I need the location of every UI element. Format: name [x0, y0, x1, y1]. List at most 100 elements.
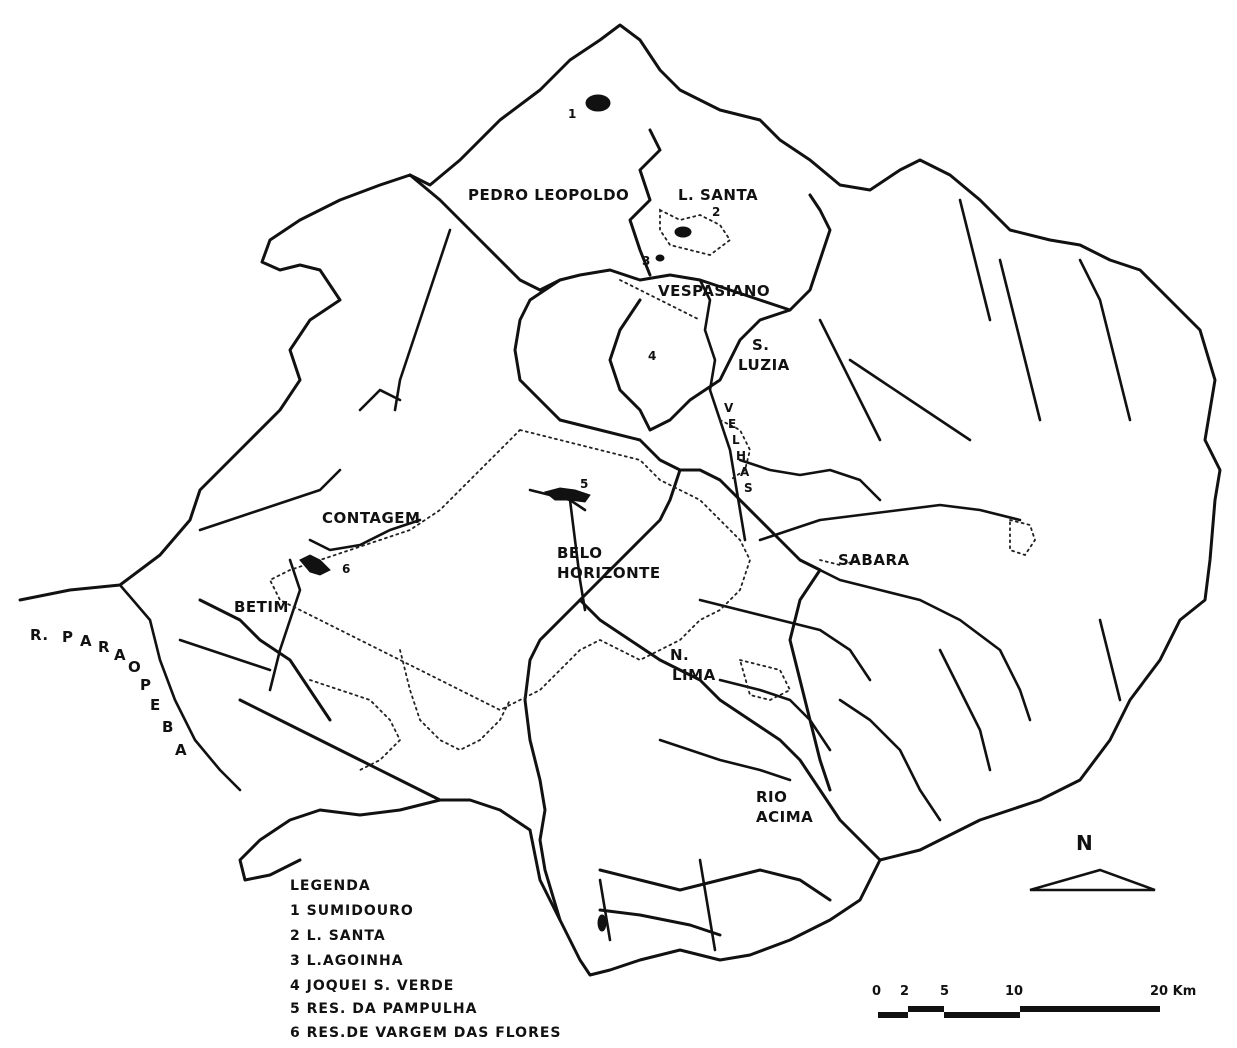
river — [308, 518, 422, 552]
paraopeba-letter: A — [80, 632, 92, 650]
paraopeba-letter: A — [175, 741, 187, 759]
legend-item: 4 JOQUEI S. VERDE — [290, 978, 454, 994]
municipal-boundary — [558, 418, 822, 572]
legend-title: LEGENDA — [290, 878, 371, 894]
urban-limit — [659, 208, 732, 256]
rio-paraopeba — [118, 583, 242, 792]
river — [658, 738, 792, 782]
municipal-boundary — [788, 568, 832, 792]
label-vespasiano: VESPASIANO — [658, 282, 770, 300]
river — [718, 678, 832, 752]
label-contagem: CONTAGEM — [322, 509, 420, 527]
small-lake — [597, 914, 607, 932]
marker-2: 2 — [712, 205, 720, 219]
marker-1: 1 — [568, 107, 576, 121]
paraopeba-letter: B — [162, 718, 174, 736]
legend-item: 2 L. SANTA — [290, 928, 386, 944]
label-rio-paraopeba: R. P A R A O P E B A — [30, 626, 187, 759]
lake-lagoinha — [655, 254, 665, 262]
river — [758, 503, 1022, 542]
velhas-letter: L — [732, 433, 740, 447]
river — [198, 468, 342, 532]
reservoir-vargem-das-flores — [299, 554, 331, 576]
label-rio-acima-2: ACIMA — [756, 808, 813, 826]
lake-sumidouro — [585, 94, 611, 112]
municipal-boundary — [598, 868, 832, 902]
reservoir-pampulha — [543, 487, 591, 503]
label-nova-lima-2: LIMA — [672, 666, 716, 684]
marker-5: 5 — [580, 477, 588, 491]
urban-limit — [268, 429, 751, 712]
municipal-boundary — [408, 173, 832, 312]
paraopeba-letter: E — [150, 696, 161, 714]
municipal-boundary — [628, 128, 662, 277]
paraopeba-letter: A — [114, 646, 126, 664]
label-belo-horizonte-2: HORIZONTE — [557, 564, 661, 582]
river — [568, 498, 587, 612]
river — [848, 358, 972, 442]
urban-limit — [1009, 518, 1036, 557]
river — [1098, 618, 1122, 702]
river — [938, 648, 992, 772]
label-rio-acima-1: RIO — [756, 788, 787, 806]
municipal-boundary — [198, 598, 332, 722]
river — [1078, 258, 1132, 422]
label-pedro-leopoldo: PEDRO LEOPOLDO — [468, 186, 629, 204]
label-lagoa-santa: L. SANTA — [678, 186, 758, 204]
urban-limit — [309, 679, 402, 771]
municipal-boundary — [513, 278, 562, 422]
scale-segment — [908, 1006, 944, 1012]
river — [393, 228, 452, 412]
legend: LEGENDA 1 SUMIDOURO 2 L. SANTA 3 L.AGOIN… — [290, 878, 562, 1041]
paraopeba-letter: P — [62, 628, 74, 646]
north-arrow: N — [1029, 831, 1156, 892]
river — [698, 598, 872, 682]
scale-tick-label: 10 — [1005, 984, 1023, 999]
scale-tick-label: 0 — [872, 984, 881, 999]
scale-tick-label: 20 Km — [1150, 984, 1196, 999]
velhas-letter: S — [744, 481, 753, 495]
label-rio-das-velhas: V E L H A S — [724, 401, 753, 495]
marker-3: 3 — [642, 254, 650, 268]
river — [838, 698, 942, 822]
label-betim: BETIM — [234, 598, 289, 616]
velhas-letter: V — [724, 401, 734, 415]
label-santa-luzia-1: S. — [752, 336, 770, 354]
river — [818, 318, 882, 442]
urban-limit — [819, 559, 861, 566]
river — [998, 258, 1042, 422]
north-arrow-icon — [1029, 868, 1156, 892]
river — [358, 388, 402, 412]
scale-tick-label: 2 — [900, 984, 909, 999]
legend-item: 1 SUMIDOURO — [290, 903, 414, 919]
municipal-boundary — [238, 698, 442, 802]
paraopeba-letter: R. — [30, 626, 49, 644]
river — [268, 558, 302, 692]
label-nova-lima-1: N. — [670, 646, 689, 664]
paraopeba-letter: R — [98, 638, 110, 656]
north-label: N — [1076, 831, 1093, 855]
velhas-letter: E — [728, 417, 736, 431]
river — [798, 558, 1032, 722]
river — [738, 458, 882, 502]
marker-4: 4 — [648, 349, 656, 363]
paraopeba-letter: O — [128, 658, 141, 676]
rio-das-velhas — [698, 278, 747, 542]
label-belo-horizonte-1: BELO — [557, 544, 602, 562]
legend-item: 3 L.AGOINHA — [290, 953, 404, 969]
urban-limit — [399, 649, 511, 752]
velhas-letter: H — [736, 449, 746, 463]
scale-segment — [1020, 1006, 1160, 1012]
urban-limit — [619, 279, 701, 321]
legend-item: 6 RES.DE VARGEM DAS FLORES — [290, 1025, 562, 1041]
scale-tick-label: 5 — [940, 984, 949, 999]
marker-6: 6 — [342, 562, 350, 576]
scale-segment — [878, 1012, 908, 1018]
municipal-boundary — [523, 468, 682, 922]
urban-limit — [719, 419, 751, 481]
municipal-boundary — [608, 298, 792, 432]
label-santa-luzia-2: LUZIA — [738, 356, 790, 374]
river — [958, 198, 992, 322]
